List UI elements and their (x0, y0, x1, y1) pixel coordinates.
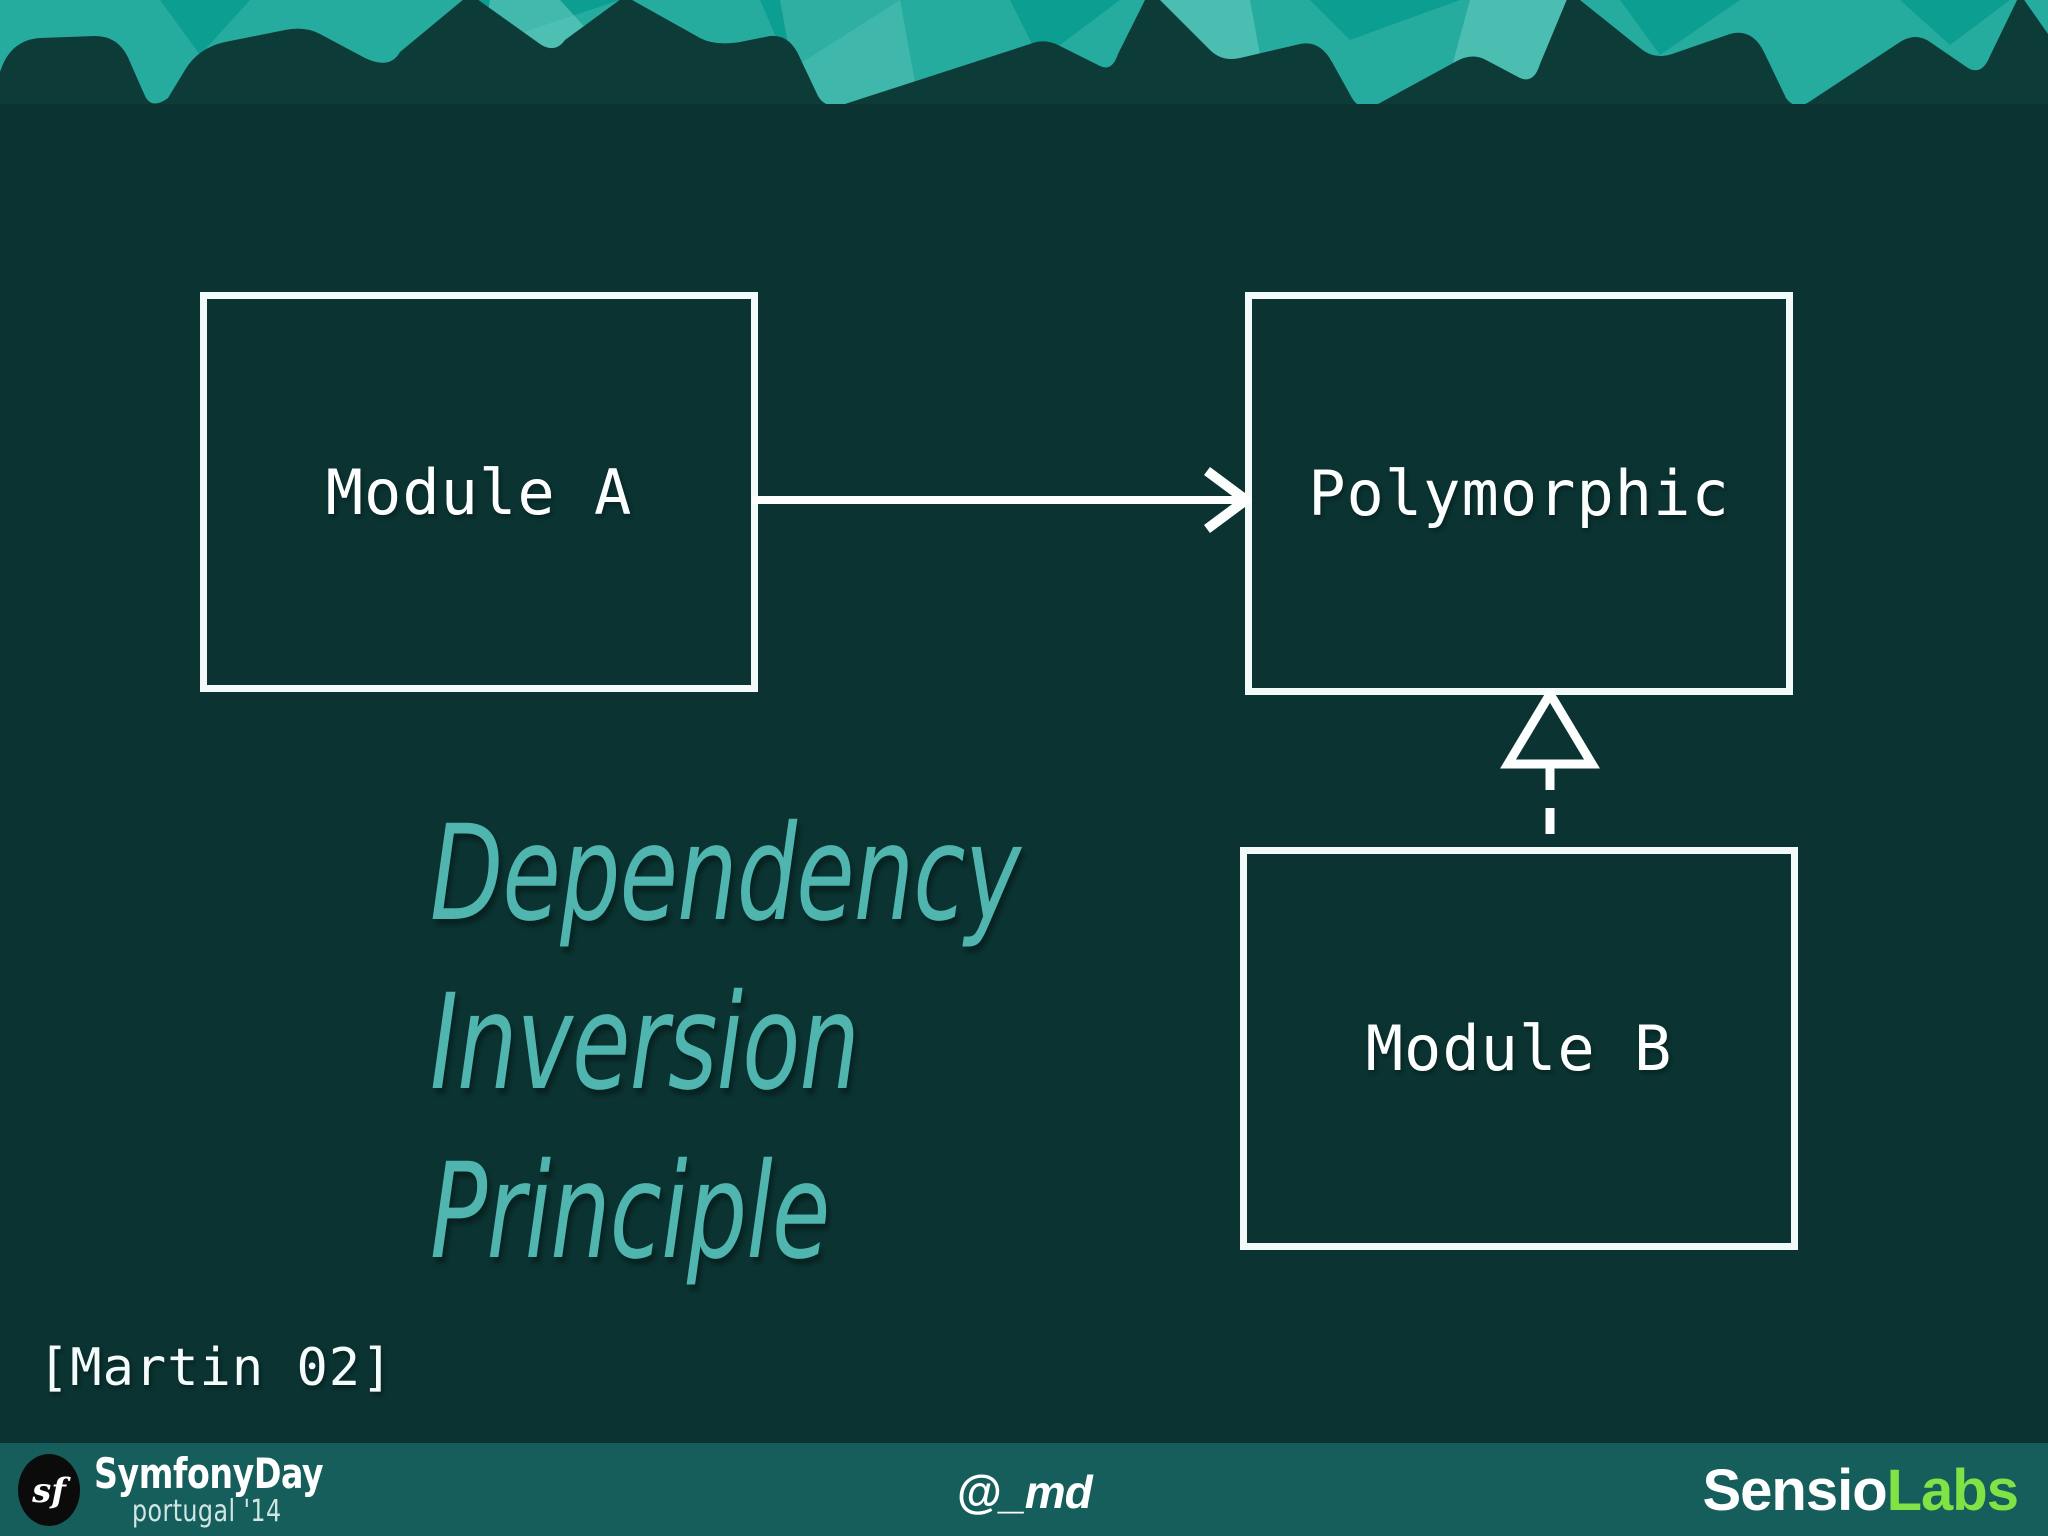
uml-box-module-a: Module A (200, 292, 758, 692)
uml-box-polymorphic-label: Polymorphic (1308, 457, 1730, 530)
slide-title: Dependency Inversion Principle (430, 790, 1054, 1297)
symfony-sf-icon: sf (18, 1454, 80, 1526)
uml-class-diagram: Module A Polymorphic Module B (200, 292, 1798, 1250)
svg-text:sf: sf (31, 1471, 71, 1511)
slide-title-line-2: Inversion (430, 965, 860, 1120)
association-arrow-icon (752, 455, 1255, 545)
slide-footer: sf SymfonyDay portugal '14 @_md SensioLa… (0, 1443, 2048, 1536)
uml-box-module-b-label: Module B (1365, 1012, 1673, 1085)
speaker-handle: @_md (956, 1466, 1092, 1518)
sensiolabs-brand-part-2: Labs (1886, 1458, 2019, 1523)
sensiolabs-brand-part-1: Sensio (1702, 1458, 1887, 1523)
event-name: SymfonyDay (94, 1449, 324, 1498)
uml-box-module-b: Module B (1240, 847, 1798, 1250)
slide-title-line-1: Dependency (430, 797, 1021, 951)
event-logo: sf SymfonyDay portugal '14 (18, 1451, 354, 1529)
event-edition: portugal '14 (132, 1494, 282, 1529)
uml-box-polymorphic: Polymorphic (1245, 292, 1793, 695)
event-name-block: SymfonyDay portugal '14 (94, 1453, 354, 1527)
realization-arrow-icon (1480, 685, 1620, 855)
sensiolabs-brand: SensioLabs (1702, 1457, 2019, 1524)
slide-title-line-3: Principle (430, 1134, 830, 1289)
uml-box-module-a-label: Module A (325, 455, 633, 529)
torn-mountain-edge-decoration (0, 0, 2048, 110)
citation-reference: [Martin 02] (38, 1338, 394, 1398)
